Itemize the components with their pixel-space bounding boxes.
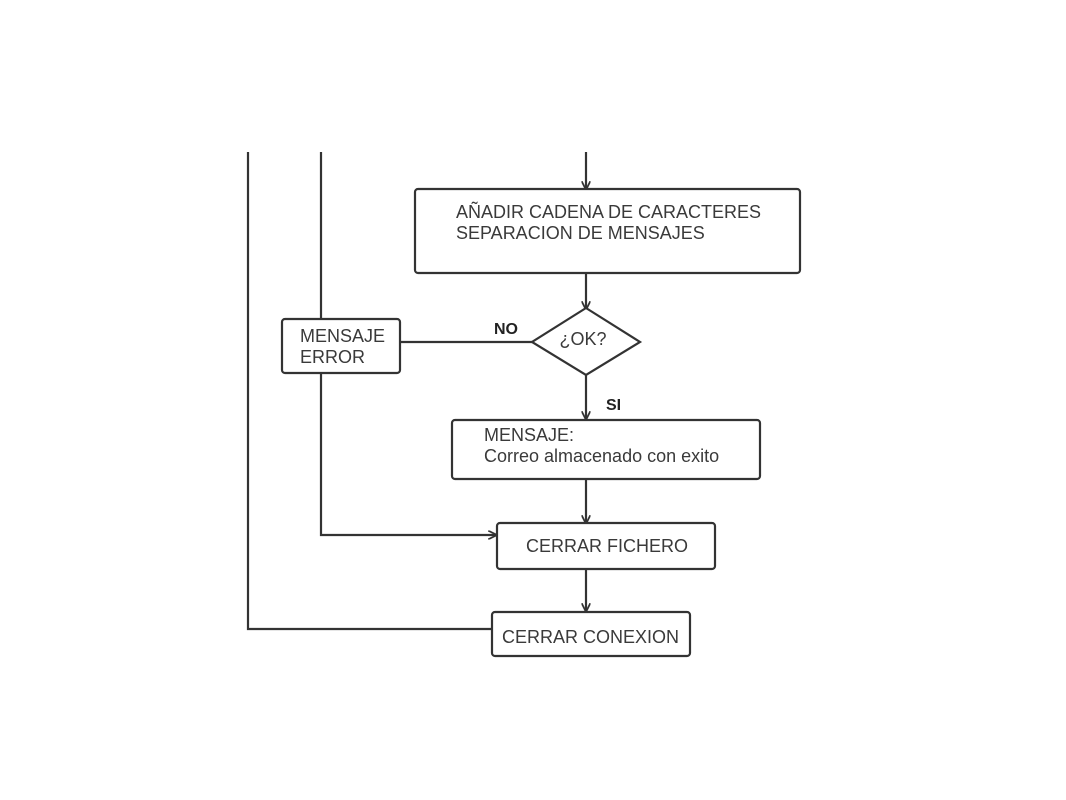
close-file-node: CERRAR FICHERO bbox=[495, 521, 717, 571]
success-message-line2: Correo almacenado con exito bbox=[484, 446, 719, 466]
close-file-label: CERRAR FICHERO bbox=[526, 536, 688, 556]
outer-return-connector bbox=[246, 152, 492, 631]
success-message-line1: MENSAJE: bbox=[484, 425, 574, 445]
si-edge-label: SI bbox=[606, 397, 621, 414]
no-edge-label: NO bbox=[494, 321, 518, 338]
close-connection-node: CERRAR CONEXION bbox=[490, 610, 692, 658]
error-message-node: MENSAJE ERROR bbox=[280, 317, 402, 375]
append-string-line2: SEPARACION DE MENSAJES bbox=[456, 223, 705, 243]
close-connection-label: CERRAR CONEXION bbox=[502, 627, 679, 647]
ok-decision-label: ¿OK? bbox=[559, 329, 606, 349]
error-message-line2: ERROR bbox=[300, 347, 365, 367]
append-string-node: AÑADIR CADENA DE CARACTERES SEPARACION D… bbox=[413, 187, 802, 275]
ok-decision-node: ¿OK? bbox=[529, 306, 643, 377]
error-to-close-file-connector bbox=[319, 373, 496, 535]
success-message-node: MENSAJE: Correo almacenado con exito bbox=[450, 418, 762, 481]
error-message-line1: MENSAJE bbox=[300, 326, 385, 346]
append-string-line1: AÑADIR CADENA DE CARACTERES bbox=[456, 201, 761, 222]
